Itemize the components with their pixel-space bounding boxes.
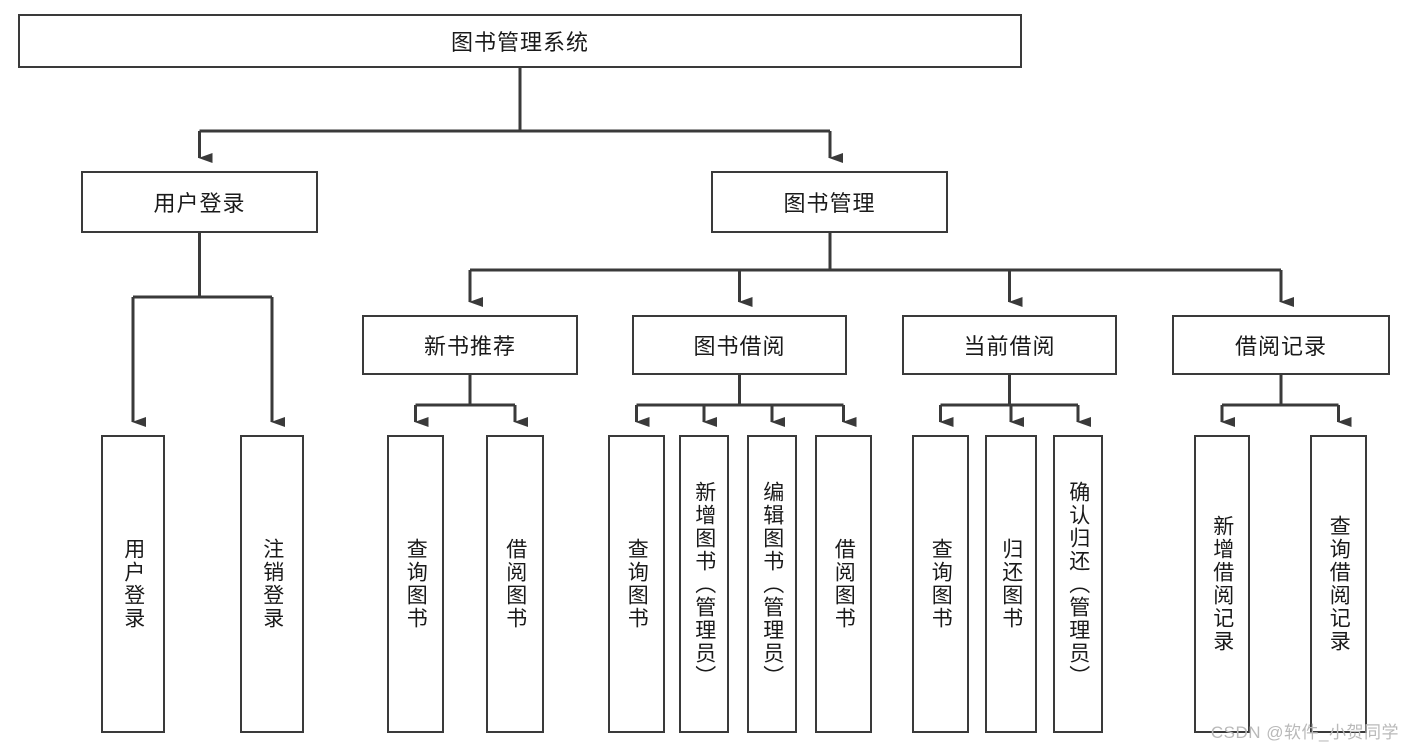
node-leaf-user-logout[interactable]: 注销登录: [240, 435, 304, 733]
node-leaf-borrow-book-recommend-label: 借阅图书: [503, 538, 527, 630]
node-leaf-add-borrow-record[interactable]: 新增借阅记录: [1194, 435, 1250, 733]
node-leaf-query-book-borrow-label: 查询图书: [625, 538, 649, 630]
node-leaf-query-book-recommend[interactable]: 查询图书: [387, 435, 444, 733]
node-leaf-add-book-label: 新增图书（管理员）: [692, 480, 716, 688]
node-leaf-confirm-return[interactable]: 确认归还（管理员）: [1053, 435, 1103, 733]
node-leaf-query-borrow-record-label: 查询借阅记录: [1327, 515, 1351, 653]
node-leaf-edit-book[interactable]: 编辑图书（管理员）: [747, 435, 797, 733]
node-leaf-query-book-borrow[interactable]: 查询图书: [608, 435, 665, 733]
node-leaf-add-book[interactable]: 新增图书（管理员）: [679, 435, 729, 733]
node-current-borrow[interactable]: 当前借阅: [902, 315, 1117, 375]
node-new-book-recommend-label: 新书推荐: [423, 334, 516, 359]
node-book-manage[interactable]: 图书管理: [711, 171, 948, 233]
node-leaf-confirm-return-label: 确认归还（管理员）: [1066, 480, 1090, 688]
node-leaf-return-book[interactable]: 归还图书: [985, 435, 1037, 733]
node-leaf-query-book-recommend-label: 查询图书: [404, 538, 428, 630]
node-current-borrow-label: 当前借阅: [963, 334, 1056, 359]
node-leaf-add-borrow-record-label: 新增借阅记录: [1210, 515, 1234, 653]
node-leaf-query-borrow-record[interactable]: 查询借阅记录: [1310, 435, 1367, 733]
node-user-login[interactable]: 用户登录: [81, 171, 318, 233]
node-leaf-borrow-book-recommend[interactable]: 借阅图书: [486, 435, 544, 733]
node-book-borrow-label: 图书借阅: [693, 334, 786, 359]
node-leaf-query-book-current-label: 查询图书: [929, 538, 953, 630]
watermark: CSDN @软件_小贺同学: [1210, 723, 1399, 742]
node-leaf-user-login[interactable]: 用户登录: [101, 435, 165, 733]
node-book-borrow[interactable]: 图书借阅: [632, 315, 847, 375]
node-book-manage-label: 图书管理: [783, 191, 876, 216]
node-borrow-record[interactable]: 借阅记录: [1172, 315, 1390, 375]
node-leaf-user-logout-label: 注销登录: [260, 538, 284, 630]
node-leaf-user-login-label: 用户登录: [121, 538, 145, 630]
node-new-book-recommend[interactable]: 新书推荐: [362, 315, 578, 375]
node-leaf-query-book-current[interactable]: 查询图书: [912, 435, 969, 733]
node-user-login-label: 用户登录: [153, 191, 246, 216]
node-leaf-edit-book-label: 编辑图书（管理员）: [760, 480, 784, 688]
node-root-label: 图书管理系统: [450, 30, 589, 55]
node-leaf-borrow-book-label: 借阅图书: [832, 538, 856, 630]
node-borrow-record-label: 借阅记录: [1234, 334, 1327, 359]
node-leaf-borrow-book[interactable]: 借阅图书: [815, 435, 872, 733]
node-root[interactable]: 图书管理系统: [18, 14, 1022, 68]
node-leaf-return-book-label: 归还图书: [999, 538, 1023, 630]
